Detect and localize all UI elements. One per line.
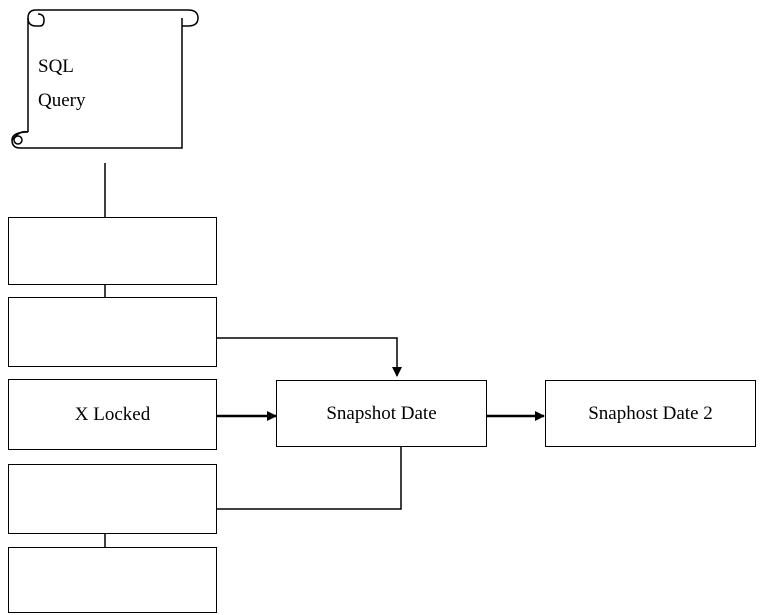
page-box-1	[8, 217, 217, 285]
xlocked-label: X Locked	[74, 403, 151, 425]
snapshot-date-2-box: Snaphost Date 2	[545, 380, 756, 447]
sql-query-label: SQL Query	[38, 50, 85, 118]
page-box-5-label	[9, 548, 216, 612]
page-box-2-label	[9, 298, 216, 366]
snapshot-date-label: Snapshot Date	[326, 402, 437, 424]
sql-query-line2: Query	[38, 90, 86, 111]
snapshot-date-box: Snapshot Date	[276, 380, 487, 447]
page-box-5	[8, 547, 217, 613]
page-box-2	[8, 297, 217, 367]
sql-query-line1: SQL	[38, 56, 74, 77]
page-box-xlocked: X Locked	[8, 379, 217, 450]
page-box-4	[8, 464, 217, 534]
page-box-1-label	[9, 218, 216, 284]
page-box-4-label	[9, 465, 216, 533]
scroll-document-icon	[11, 9, 199, 149]
snapshot-to-bottom-page-connector	[100, 446, 402, 579]
snapshot-date-2-label: Snaphost Date 2	[588, 402, 713, 424]
